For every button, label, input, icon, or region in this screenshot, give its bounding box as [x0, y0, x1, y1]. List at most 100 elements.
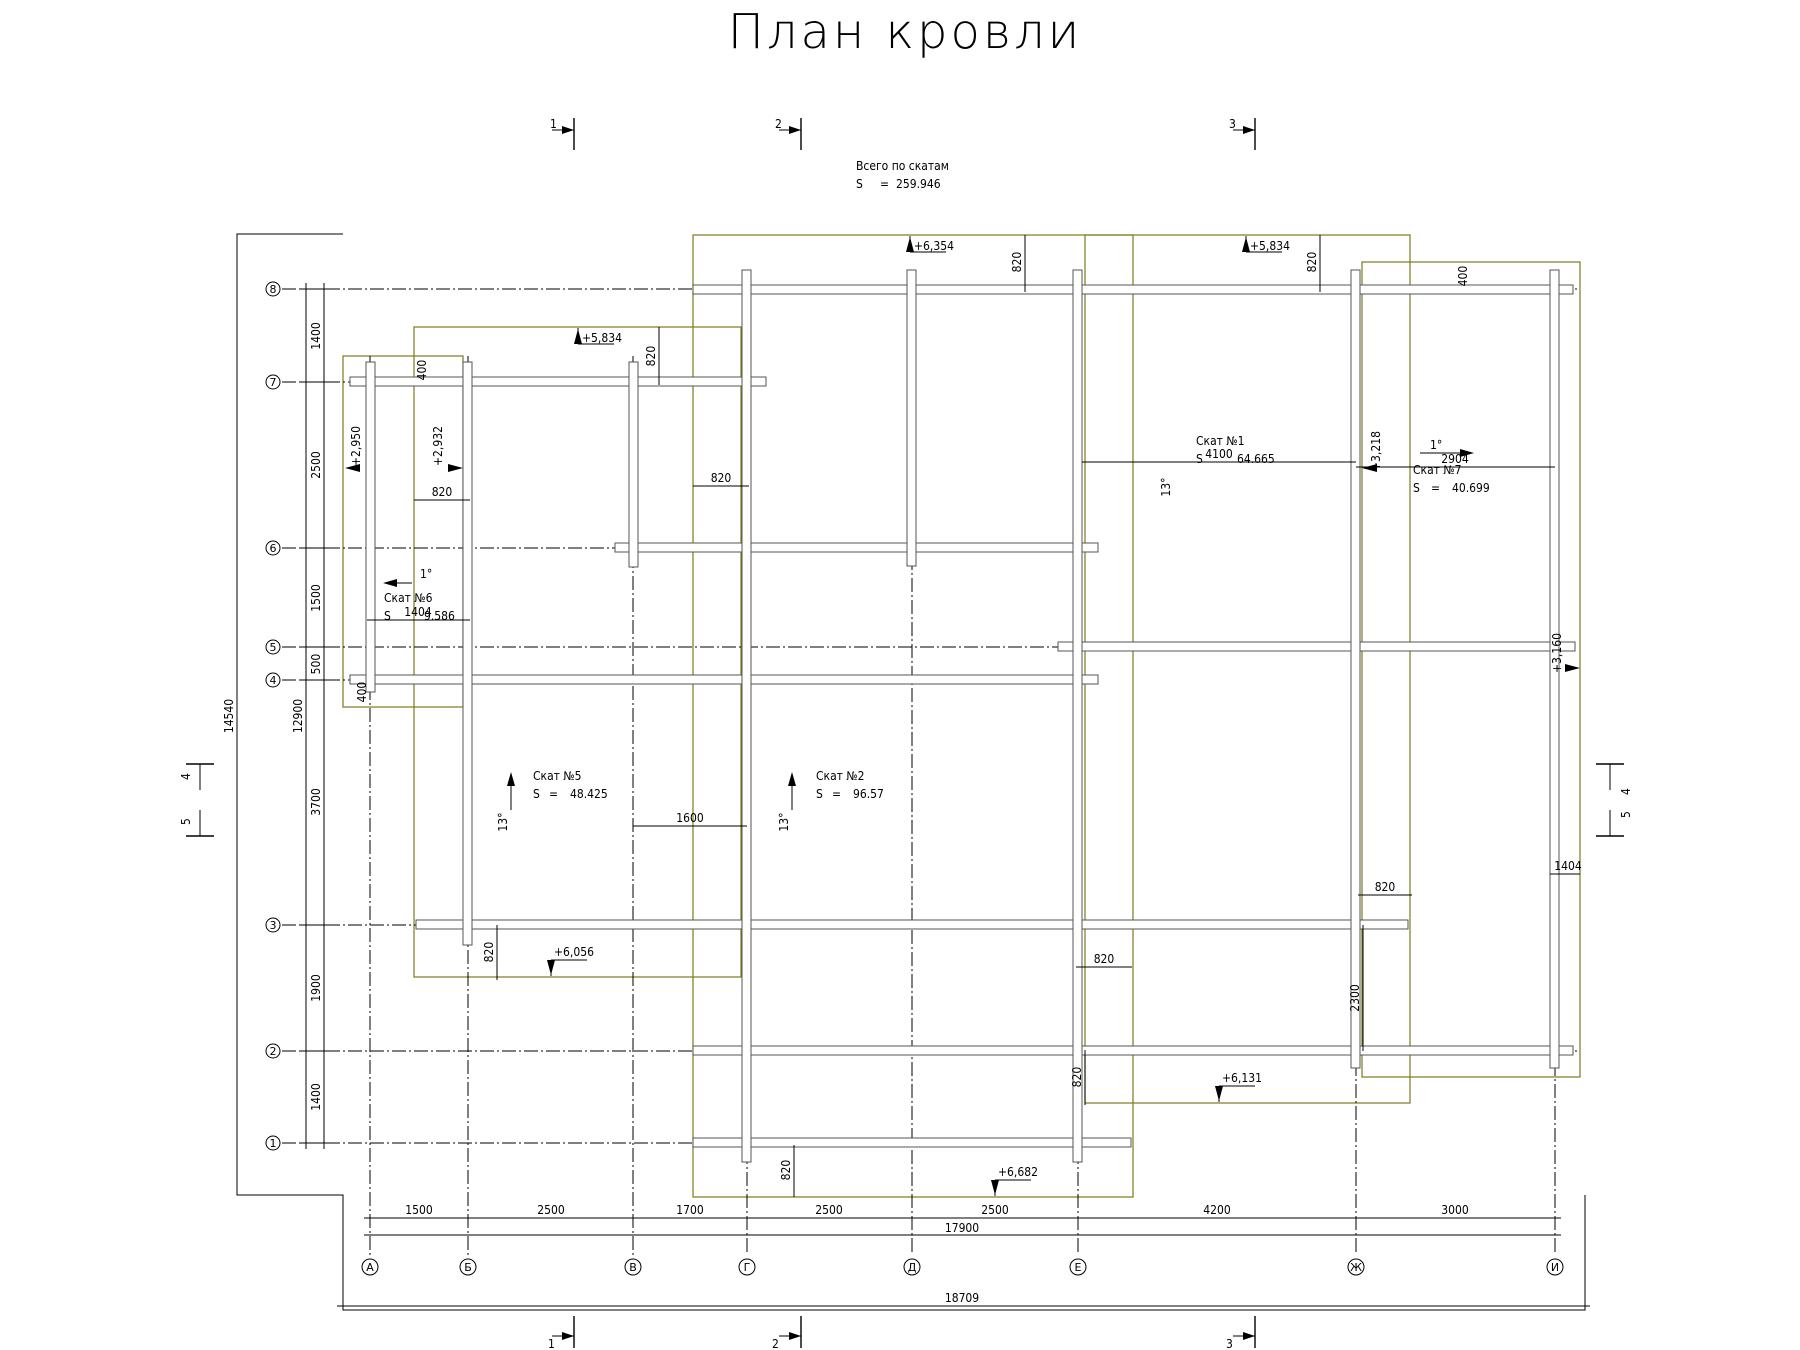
svg-text:Скат №1: Скат №1	[1196, 434, 1245, 448]
svg-text:1600: 1600	[676, 811, 704, 825]
svg-text:6: 6	[270, 542, 277, 555]
summary-area-value: 259.946	[896, 177, 941, 191]
section-mark-bottom-3: 3	[1226, 1316, 1256, 1350]
svg-text:400: 400	[1456, 266, 1470, 287]
svg-text:=: =	[880, 177, 889, 191]
column-axis-g: Г	[738, 1258, 756, 1276]
column-axis-e: Е	[1069, 1258, 1087, 1276]
vertical-beams	[365, 269, 1560, 1163]
svg-text:4100: 4100	[1205, 447, 1233, 461]
svg-text:1404: 1404	[404, 605, 432, 619]
svg-text:820: 820	[1375, 880, 1396, 894]
row-axis-5: 5	[265, 639, 281, 655]
horizontal-beams	[349, 284, 1576, 1148]
slope-2-label: Скат №2 S = 96.57 13°	[777, 769, 884, 832]
slope-5-label: Скат №5 S = 48.425 13°	[496, 769, 608, 832]
section-mark-top-1: 1	[550, 117, 575, 150]
slope-2-outline	[692, 234, 1134, 1198]
svg-text:+6,682: +6,682	[998, 1165, 1038, 1179]
svg-text:13°: 13°	[1159, 477, 1173, 496]
elevation-mark: +3,160	[1550, 633, 1580, 673]
slope-6-outline	[342, 355, 464, 708]
svg-text:3: 3	[270, 919, 277, 932]
svg-text:5: 5	[270, 641, 277, 654]
svg-text:1: 1	[548, 1337, 555, 1350]
inner-dimensions: 820 820 820 820 820 820 820 820 820 820 …	[355, 235, 1582, 1197]
slope-6-label: Скат №6 S 9.586 1°	[383, 567, 455, 623]
row-axis-3: 3	[265, 917, 281, 933]
svg-text:820: 820	[644, 346, 658, 367]
elevation-mark: +6,131	[1215, 1071, 1262, 1102]
slope-1-outline	[1084, 234, 1411, 1104]
svg-text:5: 5	[179, 818, 193, 825]
slope-7-outline	[1361, 261, 1581, 1078]
summary-area-label: S	[856, 177, 863, 191]
svg-text:96.57: 96.57	[853, 787, 884, 801]
bottom-dimension-chain: 1500 2500 1700 2500 2500 4200 3000 17900…	[337, 1203, 1590, 1307]
row-axis-8: 8	[265, 281, 281, 297]
svg-text:4: 4	[1619, 788, 1633, 795]
summary-heading: Всего по скатам	[856, 159, 949, 173]
section-label: 2	[775, 117, 782, 131]
dimension-label: 1900	[309, 974, 323, 1002]
svg-text:Е: Е	[1075, 1261, 1082, 1274]
column-axis-zh: Ж	[1347, 1258, 1365, 1276]
elevation-mark: +2,932	[431, 426, 463, 472]
svg-text:+5,834: +5,834	[1250, 239, 1290, 253]
svg-text:+2,932: +2,932	[431, 426, 445, 466]
row-axis-markers: 8 7 6 5 4 3 2 1	[265, 281, 281, 1151]
svg-text:64.665: 64.665	[1237, 452, 1275, 466]
svg-text:9.586: 9.586	[424, 609, 455, 623]
slope-7-label: Скат №7 S = 40.699 1°	[1413, 438, 1490, 495]
svg-text:2: 2	[270, 1045, 277, 1058]
row-axis-2: 2	[265, 1043, 281, 1059]
svg-text:+3,160: +3,160	[1550, 633, 1564, 673]
svg-text:S: S	[1413, 481, 1420, 495]
row-axes	[282, 288, 1580, 1144]
column-axis-d: Д	[903, 1258, 921, 1276]
svg-text:820: 820	[711, 471, 732, 485]
svg-text:7: 7	[270, 376, 277, 389]
dimension-overall: 14540	[222, 699, 236, 733]
section-label: 1	[550, 117, 557, 131]
dimension-label: 500	[309, 654, 323, 675]
row-axis-7: 7	[265, 374, 281, 390]
svg-text:820: 820	[432, 485, 453, 499]
dimension-label: 1400	[309, 1083, 323, 1111]
svg-text:=: =	[832, 787, 841, 801]
svg-text:4: 4	[270, 674, 277, 687]
svg-text:+2,950: +2,950	[349, 426, 363, 466]
left-dimension-chain: 1400 2500 1500 500 3700 1900 1400 12900 …	[222, 283, 330, 1149]
svg-text:S: S	[533, 787, 540, 801]
svg-text:А: А	[366, 1261, 374, 1274]
svg-text:Б: Б	[464, 1261, 472, 1274]
svg-text:820: 820	[1094, 952, 1115, 966]
dimension-label: 1500	[405, 1203, 433, 1217]
svg-text:13°: 13°	[777, 812, 791, 831]
svg-text:Скат №2: Скат №2	[816, 769, 865, 783]
svg-text:40.699: 40.699	[1452, 481, 1490, 495]
dimension-label: 3700	[309, 788, 323, 816]
row-axis-4: 4	[265, 672, 281, 688]
svg-text:=: =	[549, 787, 558, 801]
column-axes	[369, 270, 1556, 1255]
section-mark-bottom-2: 2	[772, 1316, 802, 1350]
svg-text:И: И	[1551, 1261, 1559, 1274]
slope-5-outline	[413, 326, 742, 978]
elevation-mark: +6,354	[906, 236, 954, 253]
dimension-total: 12900	[291, 699, 305, 733]
svg-text:S: S	[1196, 452, 1203, 466]
svg-text:2300: 2300	[1348, 984, 1362, 1012]
svg-text:13°: 13°	[496, 812, 510, 831]
dimension-label: 2500	[981, 1203, 1009, 1217]
svg-text:8: 8	[270, 283, 277, 296]
svg-text:820: 820	[779, 1160, 793, 1181]
dimension-label: 2500	[309, 451, 323, 479]
svg-text:2: 2	[772, 1337, 779, 1350]
elevation-mark: +5,834	[574, 328, 622, 345]
row-axis-6: 6	[265, 540, 281, 556]
column-axis-i: И	[1546, 1258, 1564, 1276]
svg-text:S: S	[384, 609, 391, 623]
column-axis-a: А	[361, 1258, 379, 1276]
